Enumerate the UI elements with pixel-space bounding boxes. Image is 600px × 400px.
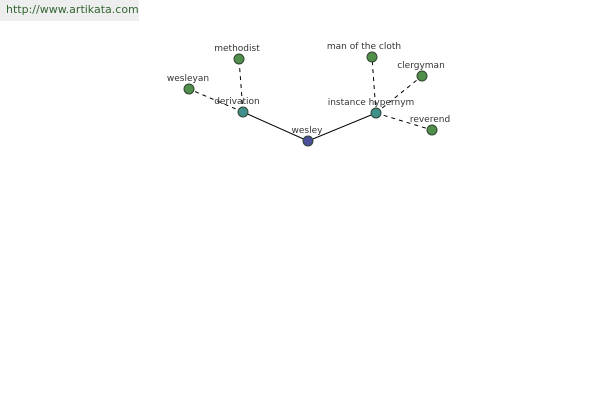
edge-derivation-methodist: [238, 58, 244, 113]
edge-instance-hypernym-clergyman: [375, 75, 423, 114]
node-clergyman[interactable]: [416, 70, 428, 82]
edge-instance-hypernym-man-of-the-cloth: [371, 56, 377, 114]
edge-instance-hypernym-reverend: [375, 112, 433, 131]
label-methodist: methodist: [214, 44, 260, 54]
label-clergyman: clergyman: [397, 61, 445, 71]
node-instance-hypernym[interactable]: [370, 107, 382, 119]
graph-nodes: [183, 51, 438, 147]
node-wesleyan[interactable]: [183, 83, 195, 95]
graph-edges: [188, 56, 433, 142]
label-wesleyan: wesleyan: [167, 74, 209, 84]
graph-labels: wesley derivation instance hypernym wesl…: [167, 42, 450, 136]
label-instance-hypernym: instance hypernym: [328, 98, 415, 108]
edge-derivation-wesleyan: [188, 88, 244, 113]
node-reverend[interactable]: [426, 124, 438, 136]
label-reverend: reverend: [410, 115, 450, 125]
edge-wesley-derivation: [242, 111, 309, 142]
node-man-of-the-cloth[interactable]: [366, 51, 378, 63]
label-man-of-the-cloth: man of the cloth: [327, 42, 401, 52]
label-derivation: derivation: [214, 97, 260, 107]
node-wesley[interactable]: [302, 135, 314, 147]
node-methodist[interactable]: [233, 53, 245, 65]
label-wesley: wesley: [292, 126, 324, 136]
edge-wesley-instance-hypernym: [307, 112, 377, 142]
node-derivation[interactable]: [237, 106, 249, 118]
site-url-link[interactable]: http://www.artikata.com: [0, 0, 139, 21]
